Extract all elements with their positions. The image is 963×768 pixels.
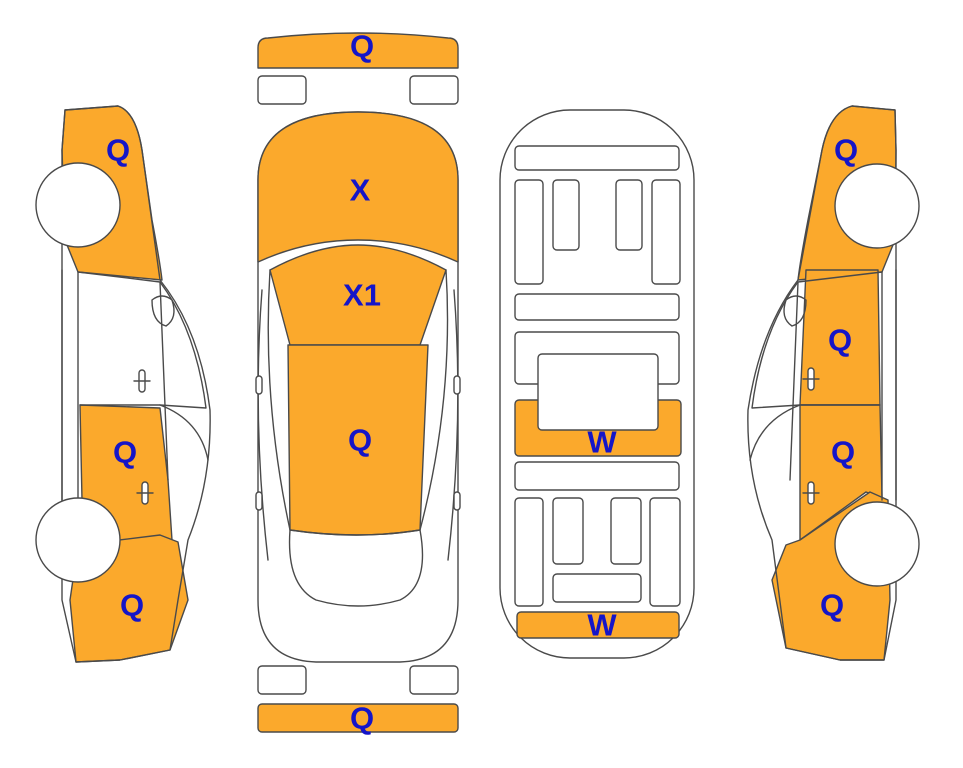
left-rear-label: Q [120, 588, 144, 623]
right-rear-wheel [834, 501, 920, 587]
windshield-panel[interactable] [269, 244, 447, 346]
underbody-crossmember-2 [514, 461, 680, 491]
underbody-view: W W [499, 109, 695, 659]
rear-bumper-label: Q [350, 701, 374, 736]
left-door-handle-front [133, 369, 151, 393]
left-door-handle-rear [136, 481, 154, 505]
right-rear-label: Q [820, 588, 844, 623]
floor-rear-label: W [587, 608, 617, 643]
right-front-label: Q [834, 133, 858, 168]
hood-panel[interactable] [257, 111, 459, 263]
windshield-label: X1 [343, 278, 381, 313]
top-side-lines [257, 269, 459, 561]
hood-label: X [350, 173, 371, 208]
left-body-outline [61, 105, 211, 663]
top-left-mirror [255, 375, 263, 395]
rear-left-pad [257, 665, 307, 695]
underbody-rear-panel[interactable] [516, 611, 680, 639]
front-bumper-panel[interactable] [257, 32, 459, 69]
right-mirror [783, 295, 807, 327]
left-sill-line [61, 269, 79, 501]
underbody-front-bar [514, 145, 680, 171]
right-front-wheel [834, 163, 920, 249]
right-rear-door-label: Q [831, 435, 855, 470]
underbody-rear-plate [552, 573, 642, 603]
right-window-line [751, 271, 883, 409]
left-rear-wheel [35, 497, 121, 583]
right-body-outline [747, 105, 897, 661]
front-left-pad [257, 75, 307, 105]
top-view: Q X X1 Q Q [255, 29, 461, 736]
left-side-view: Q Q Q [35, 105, 211, 663]
right-pillar [749, 281, 801, 481]
underbody-tank [537, 353, 659, 431]
underbody-rear-pocket-3 [610, 497, 642, 565]
underbody-rear-pocket-2 [552, 497, 584, 565]
left-front-wheel [35, 162, 121, 248]
left-front-label: Q [106, 133, 130, 168]
right-sill-line [881, 269, 897, 501]
rear-window [288, 529, 424, 607]
front-bumper-label: Q [350, 29, 374, 64]
underbody-front-pocket-1 [514, 179, 544, 285]
floor-middle-label: W [587, 425, 617, 460]
underbody-front-pocket-4 [651, 179, 681, 285]
underbody-front-pocket-2 [552, 179, 580, 251]
top-right-mirror [453, 375, 461, 395]
underbody-rear-pocket-4 [649, 497, 681, 607]
rear-right-pad [409, 665, 459, 695]
underbody-rear-pocket-1 [514, 497, 544, 607]
left-window-line [77, 271, 207, 409]
top-left-mirror-rear [255, 491, 263, 511]
rear-bumper-panel[interactable] [257, 703, 459, 733]
front-right-pad [409, 75, 459, 105]
roof-label: Q [348, 423, 372, 458]
underbody-crossmember-1 [514, 293, 680, 321]
left-pillar [159, 281, 209, 481]
underbody-front-pocket-3 [615, 179, 643, 251]
right-door-handle-rear [802, 481, 820, 505]
underbody-outline [499, 109, 695, 659]
right-side-view: Q Q Q Q [747, 105, 920, 661]
right-door-handle-front [802, 367, 820, 391]
top-right-mirror-rear [453, 491, 461, 511]
right-front-door-label: Q [828, 323, 852, 358]
left-door-label: Q [113, 435, 137, 470]
left-mirror [151, 295, 175, 327]
